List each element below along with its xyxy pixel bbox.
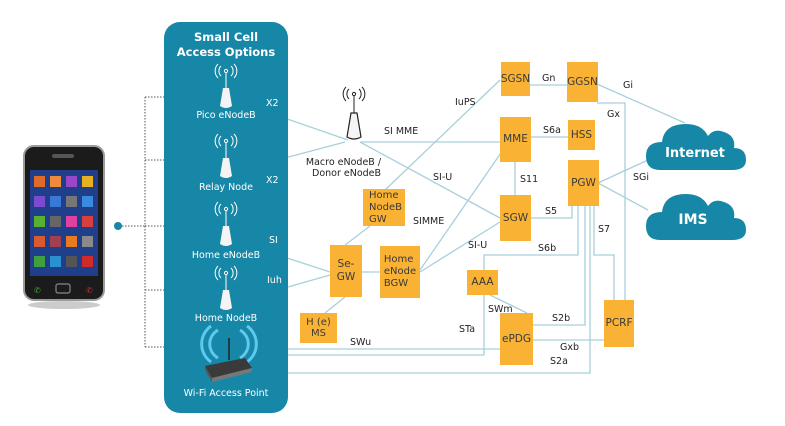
svg-text:✆: ✆ [86,286,93,295]
cell-label-home-enodeb: Home eNodeB [191,250,261,261]
ggsn-node: GGSN [567,62,598,102]
hss-node: HSS [568,120,595,150]
iuh-label: Iuh [267,275,282,286]
sgi-to-internet-line [597,159,649,184]
gx-line [597,102,626,300]
svg-text:✆: ✆ [34,286,41,295]
s2a-label: S2a [550,356,568,367]
swm-line [489,294,528,314]
cell-label-wifi: Wi-Fi Access Point [183,388,269,399]
s1-u-macro-line [359,141,501,219]
cell-label-relay: Relay Node [199,182,253,193]
macro-enodeb-label: Macro eNodeB / Donor eNodeB [305,157,382,179]
hems-node: H (e)MS [300,313,337,343]
s1-mme-label: SI MME [384,126,419,137]
s2b-line [533,205,586,326]
iups-label: IuPS [455,97,476,108]
gi-label: Gi [623,80,634,91]
phone-connector-dot [114,222,122,230]
iups-line [384,79,501,191]
s1-label: SI [269,235,278,246]
s6b-line [483,205,579,270]
simme-label: SIMME [413,216,445,227]
epdg-node: ePDG [500,313,533,365]
aaa-node: AAA [467,270,498,295]
s7-line [593,205,615,300]
cell-label-home-nodeb: Home NodeB [194,313,258,324]
pgw-node: PGW [568,160,599,206]
s1-u-henb-line [419,221,501,273]
sta-label: STa [459,324,476,335]
s2a-line [250,205,591,374]
simme-line [419,149,504,271]
se-gw-node: Se-GW [330,245,362,297]
sta-line [250,295,485,356]
segw-hems-line [324,296,346,314]
s5-label: S5 [545,206,558,217]
swm-label: SWm [488,304,513,315]
s11-label: S11 [520,174,539,185]
gn-label: Gn [542,73,556,84]
gi-line [596,83,686,124]
gx-label: Gx [607,109,620,120]
s7-label: S7 [598,224,611,235]
s6b-label: S6b [538,243,557,254]
s1-u-henb-label: SI-U [468,240,488,251]
s5-line [530,205,573,219]
mme-node: MME [500,117,531,162]
smartphone: ✆ ✆ [22,144,107,309]
sgi-label: SGi [633,172,650,183]
s1-u-macro-label: SI-U [433,172,453,183]
pcrf-node: PCRF [604,300,634,347]
x2-pico-label: X2 [266,98,279,109]
cell-label-pico: Pico eNodeB [196,110,256,121]
swu-label: SWu [350,337,372,348]
segw-hnbgw-line [344,225,371,246]
panel-title: Small Cell Access Options [176,30,276,59]
gxb-label: Gxb [560,342,580,353]
sgi-to-ims-line [597,182,649,211]
smartphone-icon: ✆ ✆ [23,145,105,309]
s2b-label: S2b [552,313,571,324]
s6a-label: S6a [543,125,561,136]
small-cell-panel: Small Cell Access Options Pico eNodeB Re… [164,22,288,413]
sgw-node: SGW [500,195,531,241]
x2-relay-label: X2 [266,175,279,186]
sgsn-node: SGSN [501,62,530,96]
